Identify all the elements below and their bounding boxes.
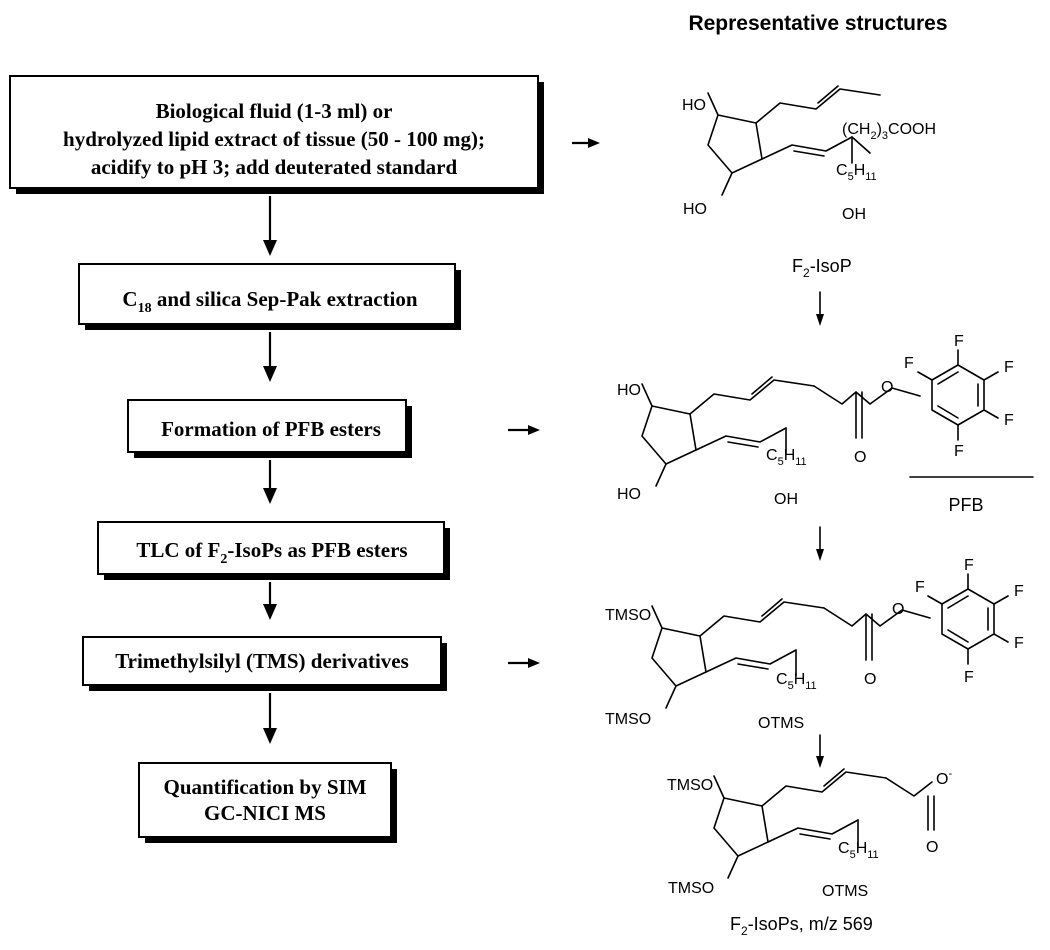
s3-fluorine-4: F	[1014, 635, 1024, 652]
s1-caption: F2-IsoP	[792, 256, 852, 280]
s3-tmso-top: TMSO	[605, 607, 651, 624]
structure-carboxylate-anion: TMSO TMSO C5H11 OTMS O O- F2-IsoPs, m/z …	[667, 768, 952, 938]
s4-c5h11: C5H11	[838, 840, 879, 861]
s2-ester-o: O	[881, 379, 893, 396]
s2-oh-side: OH	[774, 491, 798, 508]
link-arrow-1	[572, 138, 600, 148]
s1-carboxyl-chain: (CH2)3COOH	[842, 121, 936, 142]
s4-tmso-top: TMSO	[667, 777, 713, 794]
step-6-line-1: Quantification by SIM	[163, 775, 366, 799]
structure-pfb-ester: HO HO C5H11 OH O O F F F F F PFB	[617, 333, 1034, 515]
s1-c5h11: C5H11	[836, 162, 877, 183]
step-1-line-2: hydrolyzed lipid extract of tissue (50 -…	[63, 127, 485, 151]
flow-step-2: C18 and silica Sep-Pak extraction	[78, 263, 461, 330]
link-arrow-3	[508, 658, 540, 668]
struct-arrow-1	[816, 291, 824, 326]
s3-carbonyl-o: O	[864, 671, 876, 688]
s3-fluorine-2: F	[964, 557, 974, 574]
step-1-line-3: acidify to pH 3; add deuterated standard	[91, 155, 458, 179]
structure-f2-isop: HO HO (CH2)3COOH C5H11 OH F2-IsoP	[682, 85, 936, 280]
link-arrow-2	[508, 425, 540, 435]
s1-oh-top: HO	[682, 97, 706, 114]
flow-arrow-2	[263, 332, 277, 382]
s3-ester-o: O	[892, 601, 904, 618]
s4-anion-o: O-	[936, 768, 952, 788]
flow-arrow-1	[263, 196, 277, 256]
struct-arrow-3	[816, 734, 824, 768]
s3-tmso-bottom: TMSO	[605, 711, 651, 728]
s2-carbonyl-o: O	[854, 449, 866, 466]
s2-fluorine-3: F	[1004, 359, 1014, 376]
s2-fluorine-1: F	[904, 355, 914, 372]
s2-pfb-label: PFB	[948, 495, 983, 515]
flow-step-3: Formation of PFB esters	[127, 399, 412, 458]
step-3-label: Formation of PFB esters	[161, 417, 381, 441]
step-1-line-1: Biological fluid (1-3 ml) or	[156, 99, 393, 123]
s2-fluorine-2: F	[954, 333, 964, 350]
step-2-label: C18 and silica Sep-Pak extraction	[122, 287, 417, 316]
s1-oh-side: OH	[842, 206, 866, 223]
s4-otms: OTMS	[822, 883, 868, 900]
s2-oh-top: HO	[617, 382, 641, 399]
flow-arrow-4	[263, 582, 277, 620]
s2-fluorine-4: F	[1004, 412, 1014, 429]
step-4-label: TLC of F2-IsoPs as PFB esters	[136, 538, 407, 567]
s3-fluorine-1: F	[915, 579, 925, 596]
step-6-line-2: GC-NICI MS	[204, 801, 326, 825]
diagram-title: Representative structures	[688, 12, 947, 35]
s2-oh-bottom: HO	[617, 486, 641, 503]
s1-oh-bottom: HO	[683, 201, 707, 218]
s4-caption: F2-IsoPs, m/z 569	[730, 914, 873, 938]
flow-step-4: TLC of F2-IsoPs as PFB esters	[97, 521, 450, 580]
flow-arrow-5	[263, 693, 277, 744]
s3-fluorine-3: F	[1014, 583, 1024, 600]
s3-c5h11: C5H11	[776, 671, 817, 692]
structure-tms-derivative: TMSO TMSO C5H11 OTMS O O F F F F F	[605, 557, 1024, 732]
s2-c5h11: C5H11	[766, 447, 807, 468]
s3-otms: OTMS	[758, 715, 804, 732]
s4-tmso-bottom: TMSO	[668, 880, 714, 897]
s2-fluorine-5: F	[954, 443, 964, 460]
step-5-label: Trimethylsilyl (TMS) derivatives	[115, 649, 409, 673]
flow-arrow-3	[263, 460, 277, 504]
flow-step-1: Biological fluid (1-3 ml) or hydrolyzed …	[9, 75, 544, 194]
struct-arrow-2	[816, 526, 824, 561]
flow-step-5: Trimethylsilyl (TMS) derivatives	[82, 636, 447, 691]
s4-carbonyl-o: O	[926, 839, 938, 856]
flow-step-6: Quantification by SIM GC-NICI MS	[138, 762, 397, 843]
s3-fluorine-5: F	[964, 669, 974, 686]
